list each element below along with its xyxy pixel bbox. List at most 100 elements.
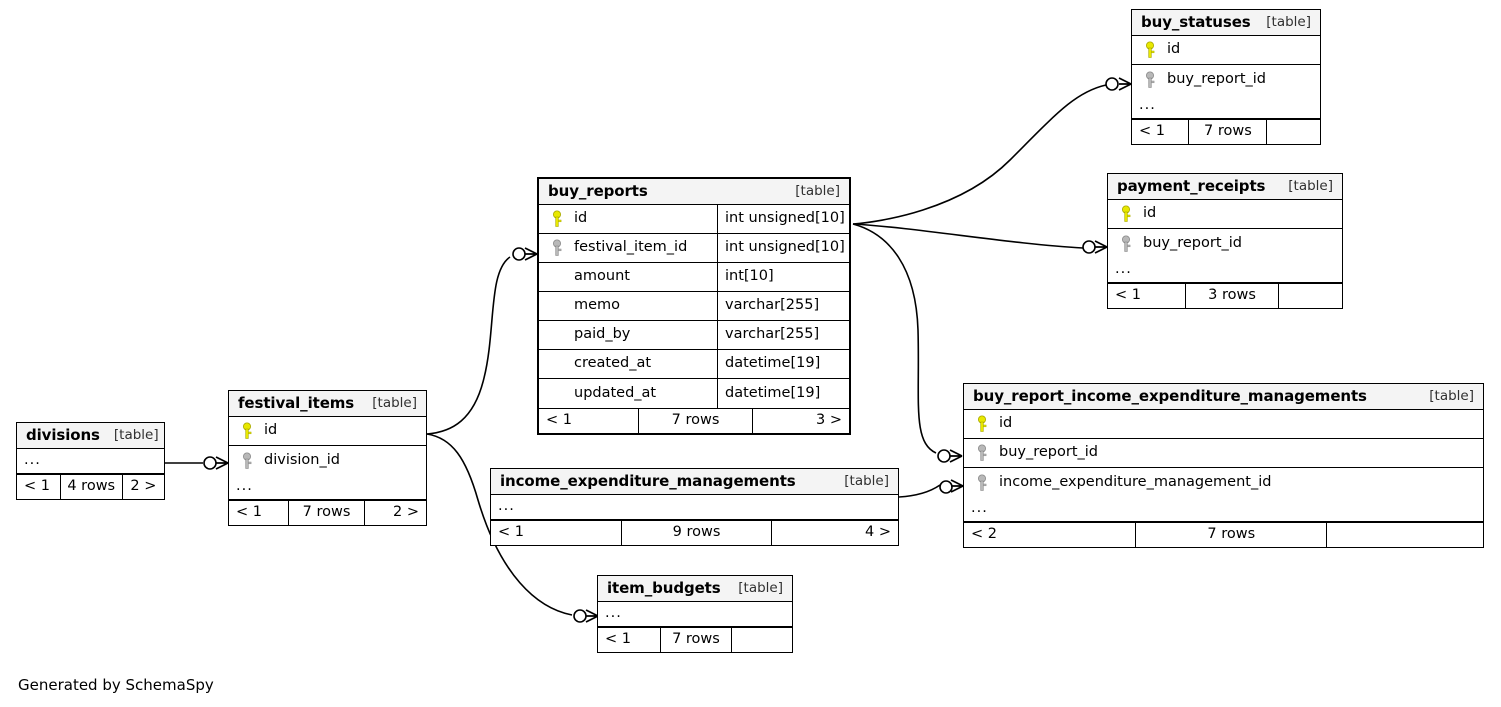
- edge-endpoint-circle: [1105, 77, 1119, 91]
- footer-children[interactable]: 3 >: [815, 412, 842, 429]
- more-columns-ellipsis: ...: [229, 475, 426, 500]
- footer-parents[interactable]: < 1: [498, 524, 524, 541]
- table-header: item_budgets [table]: [598, 576, 792, 602]
- footer-rowcount: 4 rows: [59, 475, 123, 499]
- footer-parents[interactable]: < 2: [971, 526, 997, 543]
- table-row[interactable]: amount int[10]: [539, 263, 849, 292]
- table-header: buy_report_income_expenditure_management…: [964, 384, 1483, 410]
- column-name: updated_at: [574, 384, 657, 401]
- column-cell: created_at: [539, 350, 717, 378]
- footer-parents[interactable]: < 1: [605, 631, 631, 648]
- table-type-tag: [table]: [795, 182, 840, 199]
- foreign-key-icon: [546, 239, 568, 257]
- table-type-tag: [table]: [1266, 13, 1311, 30]
- table-columns: id buy_report_id: [1108, 200, 1342, 258]
- table-header: festival_items [table]: [229, 391, 426, 417]
- edge-endpoint-circle: [937, 449, 951, 463]
- more-columns-ellipsis: ...: [598, 602, 792, 627]
- column-datatype: datetime[19]: [717, 350, 849, 378]
- table-footer: < 1 4 rows 2 >: [17, 474, 164, 499]
- table-footer: < 1 3 rows: [1108, 283, 1342, 308]
- column-cell: division_id: [229, 446, 426, 475]
- table-item-budgets[interactable]: item_budgets [table] ... < 1 7 rows: [597, 575, 793, 653]
- table-title: buy_statuses: [1141, 12, 1251, 31]
- footer-rowcount: 7 rows: [660, 628, 732, 652]
- table-buy-statuses[interactable]: buy_statuses [table] id buy_report_id: [1131, 9, 1321, 145]
- table-divisions[interactable]: divisions [table] ... < 1 4 rows 2 >: [16, 422, 165, 500]
- table-row[interactable]: buy_report_id: [1108, 229, 1342, 258]
- more-columns-ellipsis: ...: [1132, 94, 1320, 119]
- table-type-tag: [table]: [372, 394, 417, 411]
- foreign-key-icon: [1115, 235, 1137, 253]
- column-datatype: int unsigned[10]: [717, 205, 849, 233]
- table-header: divisions [table]: [17, 423, 164, 449]
- column-name: division_id: [264, 451, 340, 468]
- table-type-tag: [table]: [844, 472, 889, 489]
- footer-parents[interactable]: < 1: [1115, 287, 1141, 304]
- footer-rowcount: 7 rows: [1188, 120, 1268, 144]
- column-cell: id: [539, 205, 717, 233]
- table-row[interactable]: id: [964, 410, 1483, 439]
- primary-key-icon: [1115, 205, 1137, 223]
- table-row[interactable]: id: [229, 417, 426, 446]
- edge-buy-reports-to-brieem: [852, 223, 937, 454]
- table-header: buy_statuses [table]: [1132, 10, 1320, 36]
- table-type-tag: [table]: [1288, 177, 1333, 194]
- edge-festival-items-to-buy-reports: [426, 256, 511, 435]
- column-name: buy_report_id: [1167, 70, 1266, 87]
- table-row[interactable]: id int unsigned[10]: [539, 205, 849, 234]
- footer-children[interactable]: [1279, 284, 1342, 308]
- edge-crowfoot-brieem-iem-id: [950, 479, 964, 493]
- footer-children[interactable]: 2 >: [130, 478, 157, 495]
- table-buy-reports[interactable]: buy_reports [table] id int unsigned[10]: [537, 177, 851, 435]
- table-row[interactable]: id: [1108, 200, 1342, 229]
- footer-rowcount: 3 rows: [1185, 284, 1279, 308]
- footer-children[interactable]: 4 >: [864, 524, 891, 541]
- footer-parents[interactable]: < 1: [546, 412, 572, 429]
- table-row[interactable]: id: [1132, 36, 1320, 65]
- table-title: buy_report_income_expenditure_management…: [973, 386, 1367, 405]
- footer-parents[interactable]: < 1: [24, 478, 50, 495]
- table-row[interactable]: buy_report_id: [1132, 65, 1320, 94]
- foreign-key-icon: [1139, 71, 1161, 89]
- table-columns: id division_id: [229, 417, 426, 475]
- edge-buy-reports-to-buy-statuses: [852, 84, 1107, 225]
- footer-children[interactable]: [1327, 523, 1483, 547]
- table-buy-report-income-expenditure-managements[interactable]: buy_report_income_expenditure_management…: [963, 383, 1484, 548]
- table-row[interactable]: memo varchar[255]: [539, 292, 849, 321]
- footer-children[interactable]: 2 >: [393, 504, 419, 521]
- edge-crowfoot-payment-receipts: [1094, 240, 1108, 254]
- table-row[interactable]: updated_at datetime[19]: [539, 379, 849, 408]
- edge-crowfoot-festival-items-division-id: [215, 456, 229, 470]
- table-footer: < 1 7 rows: [598, 627, 792, 652]
- footer-parents[interactable]: < 1: [1139, 123, 1165, 140]
- column-name: paid_by: [574, 326, 631, 343]
- table-festival-items[interactable]: festival_items [table] id division_id: [228, 390, 427, 526]
- table-title: festival_items: [238, 393, 355, 412]
- foreign-key-icon: [971, 474, 993, 492]
- table-row[interactable]: created_at datetime[19]: [539, 350, 849, 379]
- column-datatype: int[10]: [717, 263, 849, 291]
- column-name: income_expenditure_management_id: [999, 473, 1272, 490]
- edge-iem-to-brieem: [898, 484, 941, 498]
- table-row[interactable]: division_id: [229, 446, 426, 475]
- table-payment-receipts[interactable]: payment_receipts [table] id buy_report_i…: [1107, 173, 1343, 309]
- table-row[interactable]: income_expenditure_management_id: [964, 468, 1483, 497]
- column-datatype: datetime[19]: [717, 379, 849, 408]
- column-datatype: varchar[255]: [717, 292, 849, 320]
- column-cell: buy_report_id: [1108, 229, 1342, 258]
- table-row[interactable]: festival_item_id int unsigned[10]: [539, 234, 849, 263]
- generated-by-credit: Generated by SchemaSpy: [18, 676, 214, 694]
- table-title: divisions: [26, 425, 100, 444]
- table-row[interactable]: paid_by varchar[255]: [539, 321, 849, 350]
- table-income-expenditure-managements[interactable]: income_expenditure_managements [table] .…: [490, 468, 899, 546]
- primary-key-icon: [546, 210, 568, 228]
- footer-children[interactable]: [1267, 120, 1320, 144]
- footer-children[interactable]: [732, 628, 792, 652]
- footer-rowcount: 7 rows: [288, 501, 365, 525]
- table-row[interactable]: buy_report_id: [964, 439, 1483, 468]
- footer-parents[interactable]: < 1: [236, 504, 262, 521]
- column-name: created_at: [574, 355, 652, 372]
- edge-crowfoot-buy-reports-festival-item-id: [524, 247, 538, 261]
